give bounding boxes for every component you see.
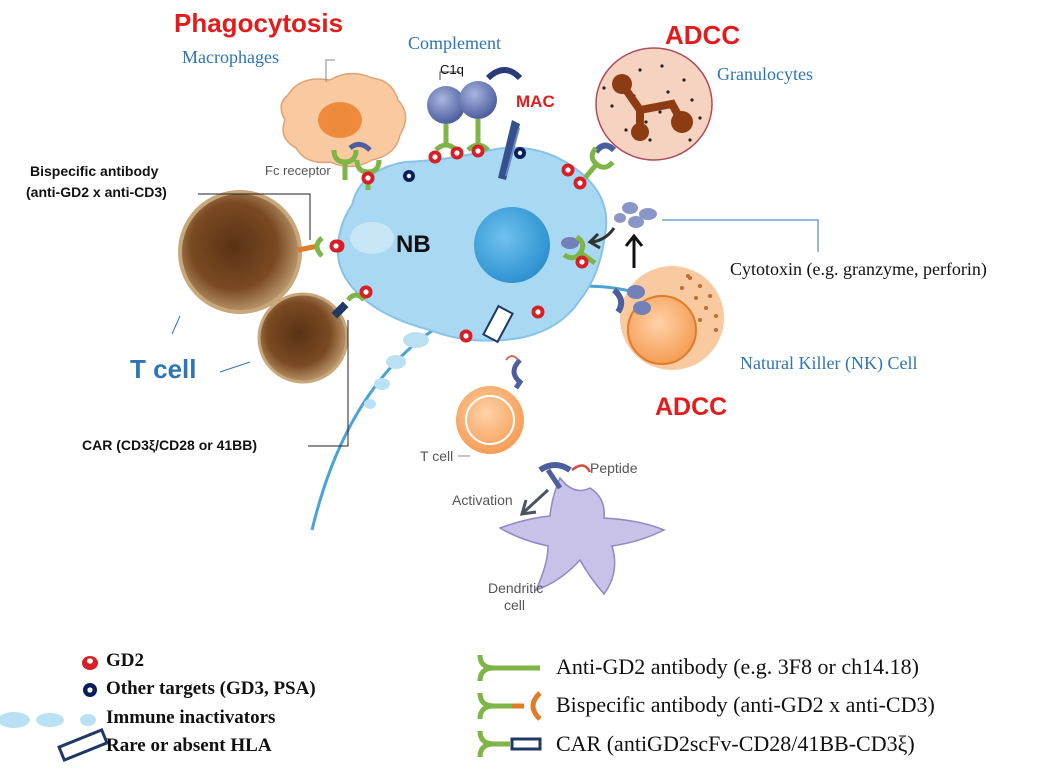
- granulocytes-label: Granulocytes: [717, 64, 813, 84]
- bispecific-title-label: Bispecific antibody: [30, 163, 159, 179]
- t-cell-small-label: T cell: [420, 448, 454, 464]
- legend-hla-label: Rare or absent HLA: [106, 735, 272, 756]
- dendritic-label-2: cell: [504, 597, 526, 613]
- legend-anti-gd2-label: Anti-GD2 antibody (e.g. 3F8 or ch14.18): [556, 654, 919, 679]
- complement-label: Complement: [408, 33, 501, 53]
- t-cell-bispecific: [180, 192, 300, 312]
- legend-car-label: CAR (antiGD2scFv-CD28/41BB-CD3ξ): [556, 731, 915, 756]
- cytotoxin-arrow-left: [587, 227, 616, 250]
- activation-arrow: [519, 488, 550, 516]
- fc-receptor-label: Fc receptor: [265, 163, 331, 178]
- nb-nucleus: [474, 207, 550, 283]
- nb-label: NB: [396, 231, 431, 258]
- t-cell-label: T cell: [130, 354, 197, 384]
- c1q-ball-2: [459, 81, 497, 119]
- car-leader: [308, 320, 349, 447]
- legend-immune-inactivators-label: Immune inactivators: [106, 707, 276, 728]
- mac-pore-icon: [498, 120, 520, 180]
- activation-label: Activation: [452, 492, 513, 508]
- legend-gd2-label: GD2: [106, 650, 144, 671]
- legend-other-targets-label: Other targets (GD3, PSA): [106, 678, 316, 699]
- cytotoxin-label: Cytotoxin (e.g. granzyme, perforin): [730, 259, 987, 279]
- hla-marker: [482, 304, 514, 344]
- macrophage-nucleus: [318, 102, 362, 138]
- phagocytosis-label: Phagocytosis: [174, 8, 344, 38]
- cytotoxin-leader: [662, 219, 819, 252]
- legend-left-icons: [0, 656, 109, 763]
- nk-cell-label: Natural Killer (NK) Cell: [740, 353, 918, 373]
- dendritic-cell: [498, 476, 666, 596]
- adcc-bottom-label: ADCC: [655, 393, 728, 421]
- legend-right-icons: [477, 654, 542, 758]
- car-construct: [331, 301, 349, 319]
- cytotoxin-arrow-up: [624, 233, 644, 268]
- legend-bispecific-label: Bispecific antibody (anti-GD2 x anti-CD3…: [556, 692, 935, 717]
- peptide-label: Peptide: [590, 460, 638, 476]
- cytotoxin-granule-inside: [561, 237, 579, 249]
- bispecific-leader: [198, 193, 311, 240]
- mac-label: MAC: [516, 92, 555, 111]
- c1q-ball-1: [427, 86, 465, 124]
- immune-inactivator-blob: [350, 222, 394, 254]
- t-cell-car: [259, 294, 347, 382]
- cytotoxin-granules: [614, 202, 657, 228]
- dendritic-label-1: Dendritic: [488, 580, 544, 596]
- bispecific-sub-label: (anti-GD2 x anti-CD3): [26, 184, 167, 200]
- car-label: CAR (CD3ξ/CD28 or 41BB): [82, 437, 258, 453]
- adcc-top-label: ADCC: [665, 20, 741, 50]
- c1q-label: C1q: [440, 62, 464, 77]
- macrophages-label: Macrophages: [182, 47, 279, 67]
